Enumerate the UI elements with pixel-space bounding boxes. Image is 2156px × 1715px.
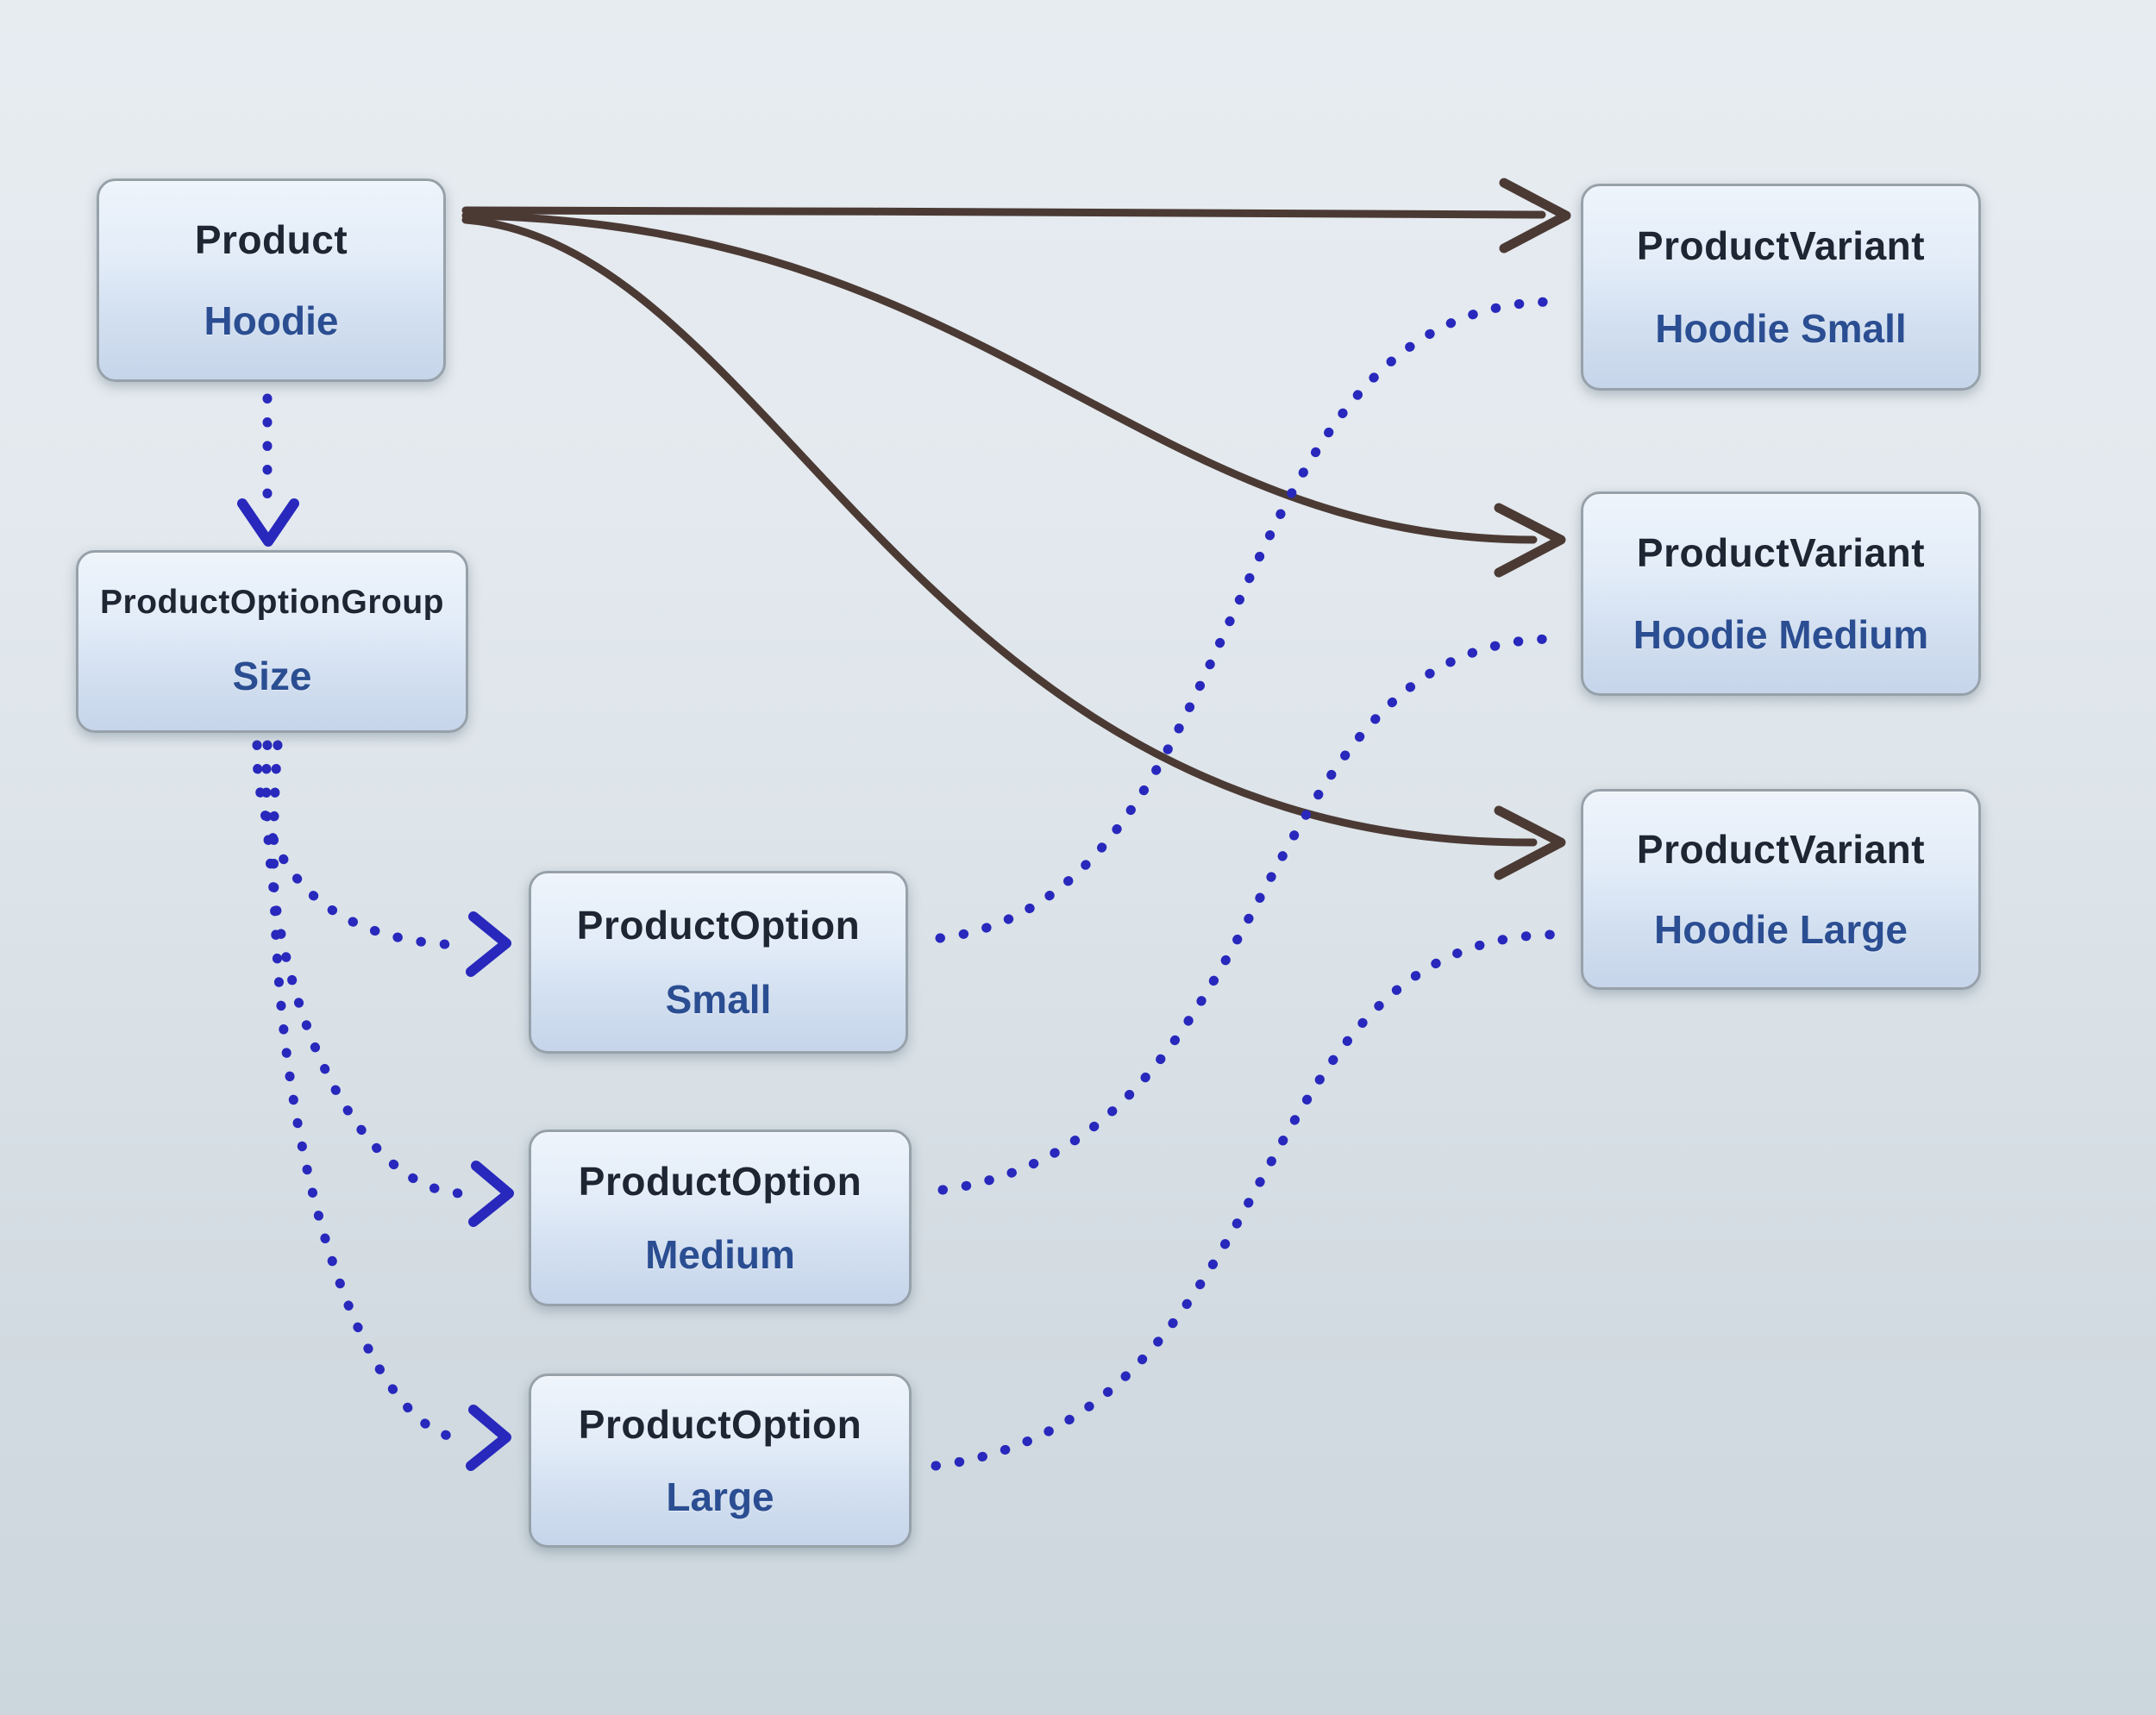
- edge-option-large-to-variant-large: [931, 929, 1556, 1471]
- node-product-option-group: ProductOptionGroup Size: [76, 550, 468, 733]
- node-product: Product Hoodie: [97, 178, 446, 382]
- arrowhead-product-to-variant-small: [1499, 178, 1571, 253]
- node-product-variant-small: ProductVariant Hoodie Small: [1581, 184, 1981, 391]
- node-product-option-large: ProductOption Large: [529, 1374, 912, 1548]
- edge-option-medium-to-variant-medium: [937, 634, 1556, 1195]
- node-product-variant-small-entity: ProductVariant: [1636, 223, 1926, 268]
- node-product-option-small-label: Small: [665, 977, 772, 1023]
- edge-group-to-option-large: [268, 740, 467, 1443]
- node-product-entity: Product: [194, 216, 348, 262]
- node-product-option-large-entity: ProductOption: [578, 1402, 862, 1448]
- edge-product-to-variant-large: [461, 216, 1538, 847]
- node-product-option-medium-entity: ProductOption: [578, 1159, 862, 1205]
- edge-group-to-option-small: [252, 740, 467, 950]
- node-product-option-group-label: Size: [232, 654, 312, 698]
- node-product-variant-large: ProductVariant Hoodie Large: [1581, 789, 1981, 990]
- arrowhead-group-to-option-medium: [468, 1161, 514, 1227]
- node-product-option-group-entity: ProductOptionGroup: [100, 584, 444, 621]
- arrowhead-product-to-variant-medium: [1494, 503, 1566, 578]
- arrowhead-product-to-variant-large: [1494, 805, 1566, 880]
- edge-product-to-variant-medium: [461, 211, 1538, 544]
- arrowhead-group-to-option-small: [466, 911, 511, 977]
- arrowhead-product-to-option-group: [237, 498, 299, 547]
- node-product-variant-medium-entity: ProductVariant: [1636, 530, 1926, 575]
- edge-group-to-option-medium: [261, 740, 466, 1199]
- node-product-label: Hoodie: [204, 298, 339, 344]
- node-product-option-small-entity: ProductOption: [576, 902, 861, 948]
- node-product-option-medium: ProductOption Medium: [529, 1130, 912, 1306]
- node-product-variant-small-label: Hoodie Small: [1655, 306, 1907, 351]
- node-product-variant-medium: ProductVariant Hoodie Medium: [1581, 491, 1981, 696]
- node-product-option-medium-label: Medium: [645, 1231, 795, 1277]
- node-product-variant-large-entity: ProductVariant: [1636, 826, 1926, 872]
- edge-product-to-variant-small: [461, 206, 1546, 219]
- node-product-option-small: ProductOption Small: [529, 871, 908, 1054]
- arrowhead-group-to-option-large: [466, 1405, 511, 1471]
- node-product-variant-medium-label: Hoodie Medium: [1633, 612, 1929, 657]
- node-product-variant-large-label: Hoodie Large: [1654, 907, 1908, 953]
- node-product-option-large-label: Large: [666, 1474, 774, 1519]
